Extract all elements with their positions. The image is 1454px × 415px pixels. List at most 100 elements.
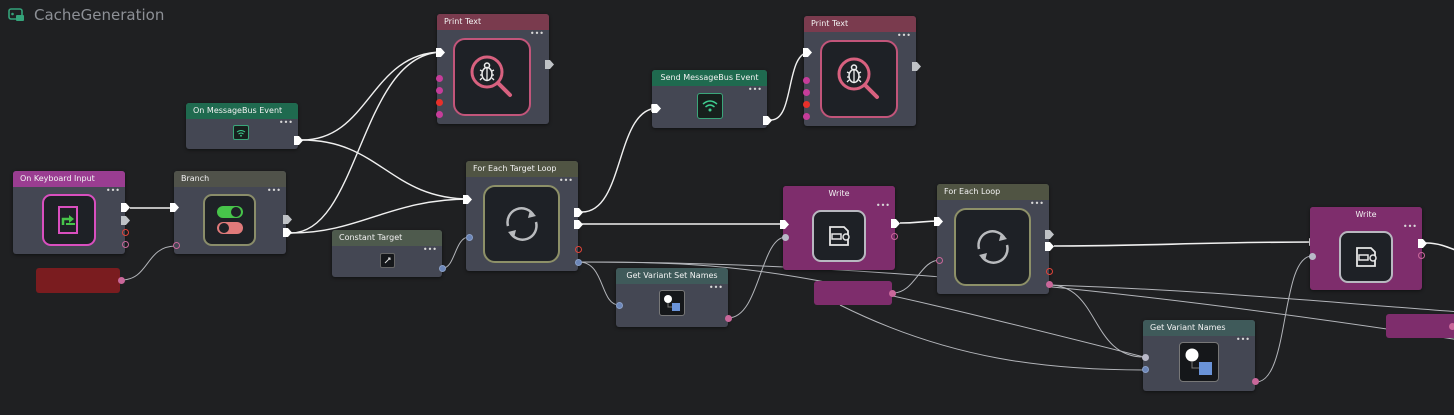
node-write[interactable]: Write ••• [783, 186, 895, 270]
data-input-pin[interactable] [436, 99, 443, 106]
data-input-pin[interactable] [436, 111, 443, 118]
node-menu-dots[interactable]: ••• [558, 176, 573, 185]
data-input-pin[interactable] [1142, 354, 1149, 361]
loop-arrows-icon [954, 208, 1031, 286]
node-get-variant-names[interactable]: Get Variant Names ••• [1143, 320, 1255, 391]
data-input-pin[interactable] [436, 75, 443, 82]
node-write[interactable]: Write ••• [1310, 207, 1422, 290]
exec-output-pin[interactable] [574, 220, 583, 229]
exec-output-pin[interactable] [1045, 242, 1054, 251]
wifi-signal-icon [697, 93, 723, 119]
debug-magnifier-icon [453, 38, 531, 116]
variable-output-pin[interactable] [118, 277, 125, 284]
exec-output-pin[interactable] [1418, 239, 1427, 248]
data-input-pin[interactable] [936, 257, 943, 264]
graph-title: CacheGeneration [34, 6, 165, 24]
exec-input-pin[interactable] [463, 195, 472, 204]
exec-output-pin[interactable] [574, 208, 583, 217]
exec-output-pin[interactable] [763, 116, 772, 125]
node-menu-dots[interactable]: ••• [266, 186, 281, 195]
variable-node-magenta[interactable] [814, 281, 892, 305]
data-input-pin[interactable] [803, 113, 810, 120]
data-output-pin[interactable] [122, 241, 129, 248]
variable-output-pin[interactable] [889, 290, 896, 297]
data-output-pin[interactable] [439, 265, 446, 272]
node-on-messagebus-event[interactable]: On MessageBus Event ••• [186, 103, 298, 149]
node-send-messagebus-event[interactable]: Send MessageBus Event ••• [652, 70, 767, 128]
variable-node-magenta[interactable] [1386, 314, 1454, 338]
node-print-text[interactable]: Print Text ••• [437, 14, 549, 124]
node-constant-target[interactable]: Constant Target ••• [332, 230, 442, 277]
exec-output-pin[interactable] [545, 60, 554, 69]
data-output-pin[interactable] [575, 246, 582, 253]
exec-wire [581, 104, 659, 213]
data-output-pin[interactable] [1046, 268, 1053, 275]
exec-wire [1053, 238, 1317, 247]
node-menu-dots[interactable]: ••• [896, 31, 911, 40]
node-print-text[interactable]: Print Text ••• [804, 16, 916, 126]
exec-wire [301, 48, 444, 141]
node-title: On Keyboard Input [13, 171, 125, 187]
exec-output-pin[interactable] [1045, 230, 1054, 239]
node-title: For Each Loop [937, 184, 1049, 200]
exec-output-pin[interactable] [121, 216, 130, 225]
data-input-pin[interactable] [173, 242, 180, 249]
node-title: On MessageBus Event [186, 103, 298, 119]
node-menu-dots[interactable]: ••• [278, 118, 293, 127]
data-input-pin[interactable] [436, 87, 443, 94]
node-menu-dots[interactable]: ••• [422, 245, 437, 254]
data-input-pin[interactable] [803, 89, 810, 96]
node-menu-dots[interactable]: ••• [708, 283, 723, 292]
node-menu-dots[interactable]: ••• [1029, 199, 1044, 208]
node-for-each-loop[interactable]: For Each Loop ••• [937, 184, 1049, 294]
exec-input-pin[interactable] [803, 48, 812, 57]
variable-node-red[interactable] [36, 268, 120, 293]
exec-input-pin[interactable] [934, 217, 943, 226]
variable-output-pin[interactable] [1449, 323, 1454, 330]
node-menu-dots[interactable]: ••• [105, 186, 120, 195]
node-title: Send MessageBus Event [652, 70, 767, 86]
node-menu-dots[interactable]: ••• [1235, 335, 1250, 344]
exec-output-pin[interactable] [283, 215, 292, 224]
data-output-pin[interactable] [725, 315, 732, 322]
node-branch[interactable]: Branch ••• [174, 171, 286, 254]
data-wire [1255, 255, 1313, 383]
exec-input-pin[interactable] [436, 48, 445, 57]
data-output-pin[interactable] [1418, 252, 1425, 259]
node-menu-dots[interactable]: ••• [1402, 222, 1417, 231]
node-menu-dots[interactable]: ••• [875, 201, 890, 210]
data-input-pin[interactable] [1309, 253, 1316, 260]
exec-output-pin[interactable] [121, 203, 130, 212]
data-input-pin[interactable] [803, 77, 810, 84]
exec-input-pin[interactable] [780, 220, 789, 229]
data-input-pin[interactable] [1142, 366, 1149, 373]
data-wire [1048, 284, 1454, 313]
wifi-signal-icon [233, 125, 249, 140]
node-title: Constant Target [332, 230, 442, 246]
data-input-pin[interactable] [616, 302, 623, 309]
exec-input-pin[interactable] [170, 203, 179, 212]
data-output-pin[interactable] [1046, 281, 1053, 288]
data-output-pin[interactable] [122, 229, 129, 236]
data-input-pin[interactable] [803, 101, 810, 108]
exec-output-pin[interactable] [912, 62, 921, 71]
node-get-variant-set-names[interactable]: Get Variant Set Names ••• [616, 268, 728, 327]
node-for-each-target-loop[interactable]: For Each Target Loop ••• [466, 161, 578, 271]
graph-title-bar: CacheGeneration [8, 6, 164, 24]
exec-output-pin[interactable] [283, 228, 292, 237]
data-output-pin[interactable] [1252, 378, 1259, 385]
exec-wire [290, 48, 444, 234]
node-on-keyboard-input[interactable]: On Keyboard Input ••• [13, 171, 125, 254]
exec-output-pin[interactable] [891, 219, 900, 228]
exec-input-pin[interactable] [652, 104, 661, 113]
node-menu-dots[interactable]: ••• [529, 29, 544, 38]
data-output-pin[interactable] [575, 259, 582, 266]
node-title: Print Text [804, 16, 916, 32]
node-menu-dots[interactable]: ••• [747, 85, 762, 94]
data-input-pin[interactable] [466, 234, 473, 241]
exec-output-pin[interactable] [294, 136, 303, 145]
data-output-pin[interactable] [891, 233, 898, 240]
data-input-pin[interactable] [782, 234, 789, 241]
